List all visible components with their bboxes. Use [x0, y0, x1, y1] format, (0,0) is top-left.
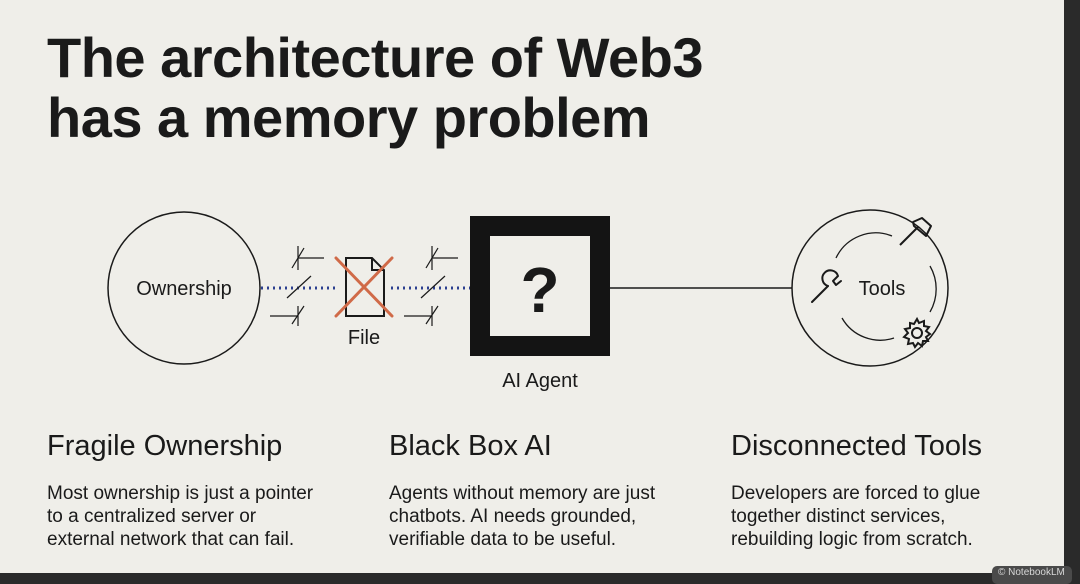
- column-heading-disconnected-tools: Disconnected Tools: [731, 430, 982, 462]
- ownership-label: Ownership: [136, 278, 232, 300]
- hammer-icon: [899, 217, 932, 246]
- column-line: Agents without memory are just: [389, 483, 656, 504]
- file-label: File: [348, 327, 380, 349]
- break-marks-left: [270, 246, 324, 326]
- column-line: chatbots. AI needs grounded,: [389, 506, 637, 527]
- gear-icon: [902, 316, 932, 349]
- cross-mark-icon: [334, 256, 394, 318]
- tools-node: Tools: [791, 209, 949, 367]
- column-text-black-box-ai: Agents without memory are just chatbots.…: [389, 482, 655, 551]
- column-heading-black-box-ai: Black Box AI: [389, 430, 552, 462]
- title-line-2: has a memory problem: [47, 86, 651, 149]
- column-line: Most ownership is just a pointer: [47, 483, 314, 504]
- break-marks-right: [404, 246, 458, 326]
- column-line: to a centralized server or: [47, 506, 257, 527]
- slide-title: The architecture of Web3 has a memory pr…: [47, 26, 704, 149]
- notebooklm-watermark: © NotebookLM: [992, 566, 1072, 584]
- column-line: external network that can fail.: [47, 529, 295, 550]
- tools-label: Tools: [859, 278, 906, 300]
- slide: The architecture of Web3 has a memory pr…: [0, 0, 1064, 573]
- column-line: together distinct services,: [731, 506, 946, 527]
- column-text-fragile-ownership: Most ownership is just a pointer to a ce…: [47, 482, 313, 551]
- wrench-icon: [811, 269, 842, 303]
- column-heading-fragile-ownership: Fragile Ownership: [47, 430, 283, 462]
- ai-agent-box: ?: [470, 216, 610, 356]
- ai-agent-label: AI Agent: [502, 370, 578, 392]
- question-mark-icon: ?: [520, 254, 559, 326]
- column-line: verifiable data to be useful.: [389, 529, 617, 550]
- architecture-diagram: Ownership: [107, 209, 949, 392]
- column-text-disconnected-tools: Developers are forced to glue together d…: [731, 482, 980, 551]
- column-line: rebuilding logic from scratch.: [731, 529, 973, 550]
- title-line-1: The architecture of Web3: [47, 26, 704, 89]
- ownership-node: Ownership: [107, 211, 261, 365]
- column-line: Developers are forced to glue: [731, 483, 981, 504]
